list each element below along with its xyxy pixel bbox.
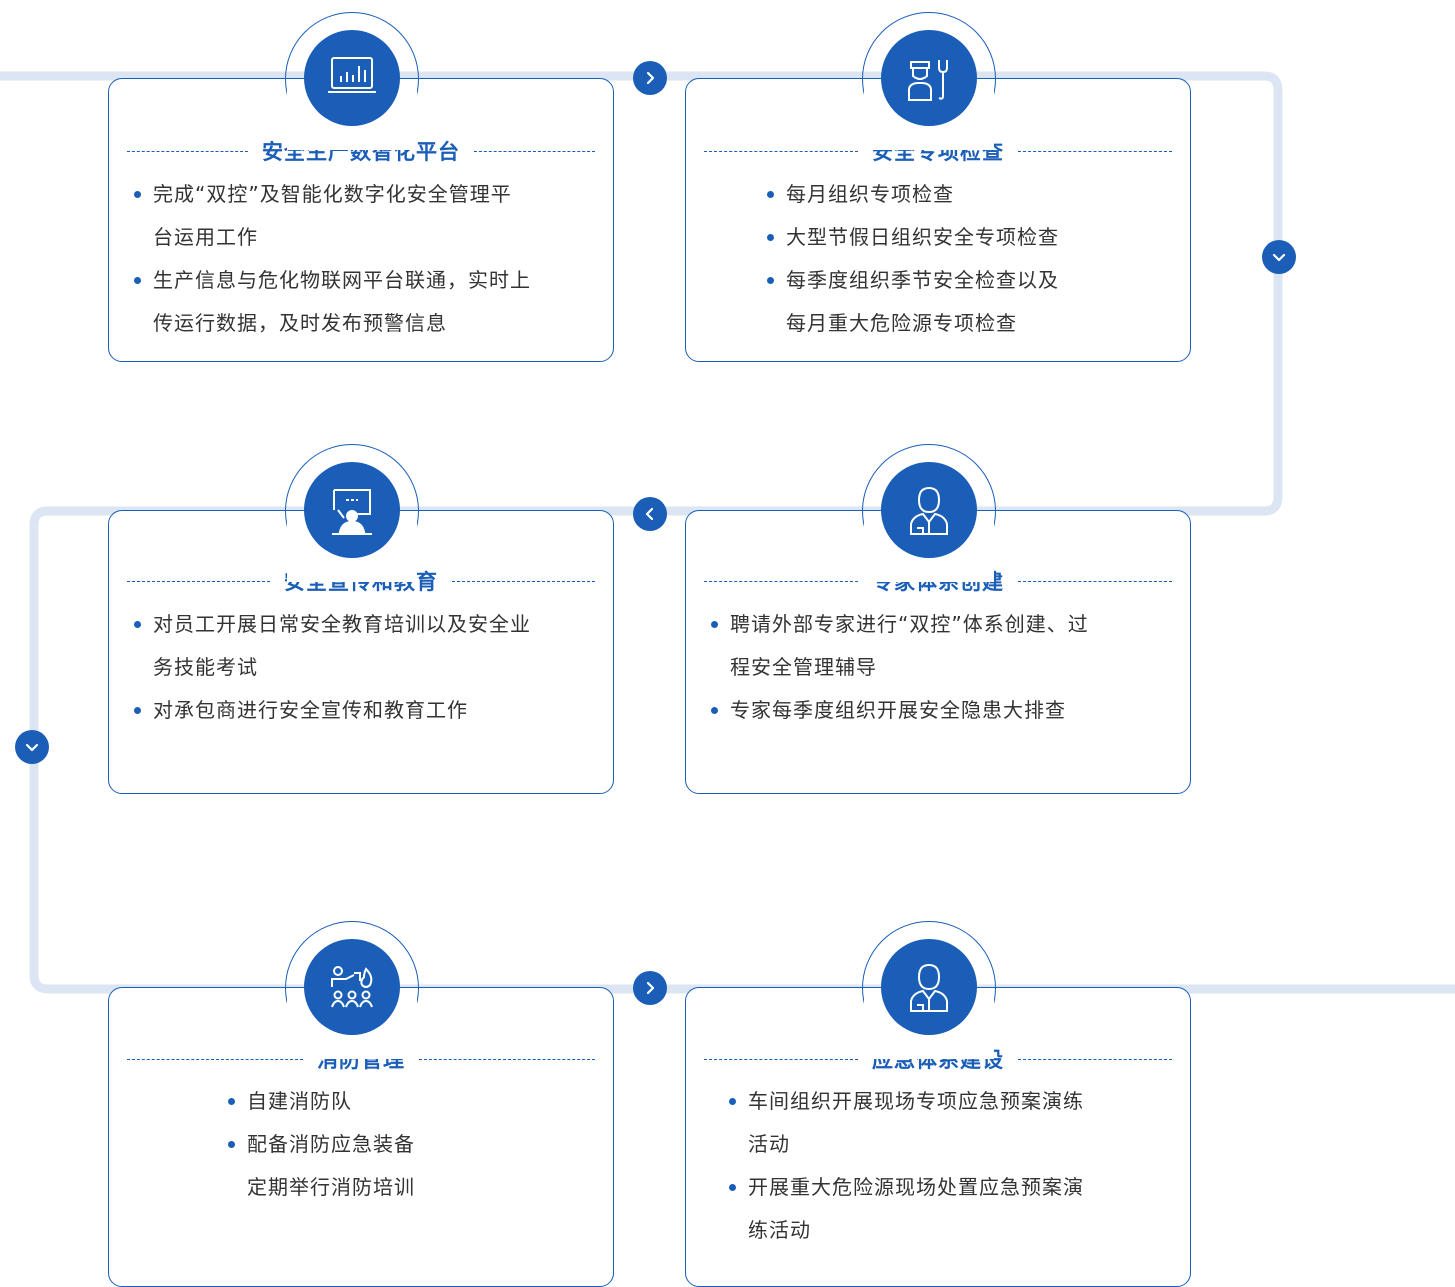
list-item-continuation: 活动 bbox=[748, 1132, 790, 1156]
list-item: 大型节假日组织安全专项检查 bbox=[764, 216, 1059, 259]
card-item-list: 每月组织专项检查 大型节假日组织安全专项检查 每季度组织季节安全检查以及 每月重… bbox=[764, 173, 1059, 345]
list-item: 自建消防队 bbox=[225, 1080, 415, 1123]
list-item: 聘请外部专家进行“双控”体系创建、过 bbox=[708, 603, 1089, 646]
list-item: 完成“双控”及智能化数字化安全管理平 bbox=[131, 173, 531, 216]
dashed-divider bbox=[1018, 150, 1172, 152]
arrow-left-icon[interactable] bbox=[633, 497, 667, 531]
expert-person-icon bbox=[881, 939, 977, 1035]
card-item-list: 完成“双控”及智能化数字化安全管理平 台运用工作 生产信息与危化物联网平台联通，… bbox=[131, 173, 531, 345]
dashed-divider bbox=[474, 150, 595, 152]
expert-person-icon bbox=[881, 462, 977, 558]
dashed-divider bbox=[704, 150, 858, 152]
list-item-continuation: 传运行数据，及时发布预警信息 bbox=[153, 311, 447, 335]
list-item: 对承包商进行安全宣传和教育工作 bbox=[131, 689, 531, 732]
dashed-divider bbox=[419, 1058, 595, 1060]
dashed-divider bbox=[452, 580, 595, 582]
presenter-screen-icon bbox=[304, 462, 400, 558]
list-item: 每季度组织季节安全检查以及 bbox=[764, 259, 1059, 302]
list-item: 开展重大危险源现场处置应急预案演 bbox=[726, 1166, 1084, 1209]
list-item: 生产信息与危化物联网平台联通，实时上 bbox=[131, 259, 531, 302]
worker-wrench-icon bbox=[881, 30, 977, 126]
dashed-divider bbox=[704, 580, 858, 582]
list-item-continuation: 练活动 bbox=[748, 1218, 811, 1242]
list-item: 专家每季度组织开展安全隐患大排查 bbox=[708, 689, 1089, 732]
dashed-divider bbox=[127, 580, 270, 582]
arrow-right-icon[interactable] bbox=[633, 61, 667, 95]
dashed-divider bbox=[1018, 1058, 1172, 1060]
card-item-list: 聘请外部专家进行“双控”体系创建、过 程安全管理辅导 专家每季度组织开展安全隐患… bbox=[708, 603, 1089, 732]
list-item: 对员工开展日常安全教育培训以及安全业 bbox=[131, 603, 531, 646]
list-item-continuation: 每月重大危险源专项检查 bbox=[786, 311, 1017, 335]
card-expert-system: 专家体系创建 聘请外部专家进行“双控”体系创建、过 程安全管理辅导 专家每季度组… bbox=[685, 510, 1191, 794]
arrow-right-icon[interactable] bbox=[633, 971, 667, 1005]
list-item: 车间组织开展现场专项应急预案演练 bbox=[726, 1080, 1084, 1123]
card-item-list: 对员工开展日常安全教育培训以及安全业 务技能考试 对承包商进行安全宣传和教育工作 bbox=[131, 603, 531, 732]
fire-training-icon bbox=[304, 939, 400, 1035]
card-item-list: 车间组织开展现场专项应急预案演练 活动 开展重大危险源现场处置应急预案演 练活动 bbox=[726, 1080, 1084, 1252]
card-item-list: 自建消防队 配备消防应急装备 定期举行消防培训 bbox=[225, 1080, 415, 1209]
arrow-down-icon[interactable] bbox=[15, 730, 49, 764]
dashed-divider bbox=[1018, 580, 1172, 582]
list-item: 每月组织专项检查 bbox=[764, 173, 1059, 216]
dashed-divider bbox=[704, 1058, 858, 1060]
list-item-continuation: 台运用工作 bbox=[153, 225, 258, 249]
dashed-divider bbox=[127, 1058, 303, 1060]
monitor-chart-icon bbox=[304, 30, 400, 126]
list-item-continuation: 定期举行消防培训 bbox=[247, 1175, 415, 1199]
arrow-down-icon[interactable] bbox=[1262, 240, 1296, 274]
dashed-divider bbox=[127, 150, 248, 152]
list-item: 配备消防应急装备 bbox=[225, 1123, 415, 1166]
list-item-continuation: 务技能考试 bbox=[153, 655, 258, 679]
list-item-continuation: 程安全管理辅导 bbox=[730, 655, 877, 679]
